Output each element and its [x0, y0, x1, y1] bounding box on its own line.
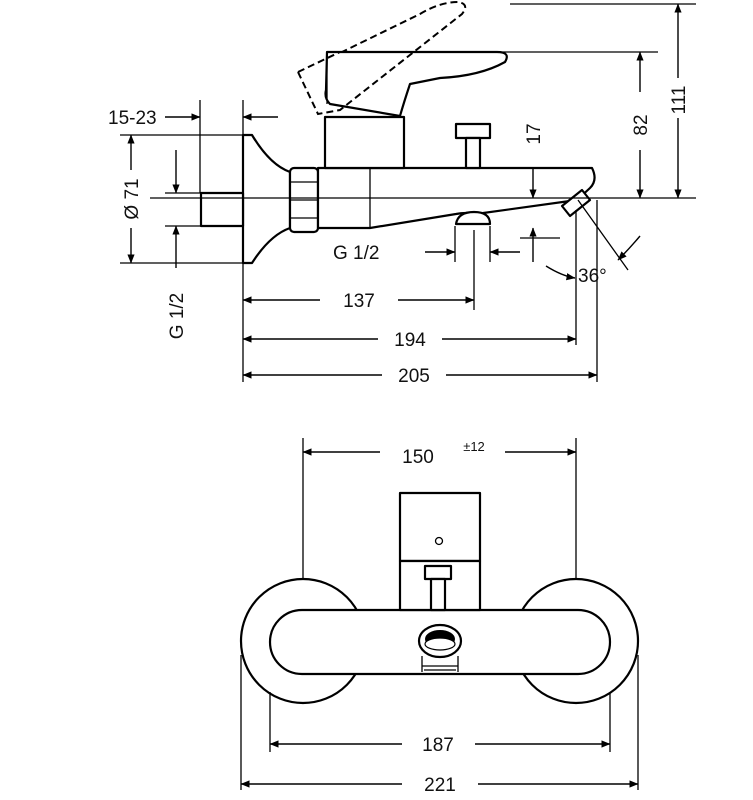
front-view: 150 ±12 187 221: [239, 438, 640, 796]
side-view: 15-23 Ø 71 G 1/2 G 1/2 17 82 111 36° 137: [108, 0, 696, 387]
dim-total-height: 111: [669, 86, 690, 115]
dim-body-width: 187: [422, 735, 454, 756]
lever-screw-icon: [434, 536, 444, 546]
diverter-knob: [454, 210, 492, 226]
dim-outlet-thread: G 1/2: [333, 243, 379, 264]
dim-spout-reach: 194: [394, 330, 426, 351]
dim-centers-tolerance: ±12: [463, 439, 485, 454]
dim-diameter: Ø 71: [122, 178, 143, 219]
wall-rosette: [241, 133, 292, 265]
dim-total-width: 221: [424, 775, 456, 796]
dim-total-depth: 205: [398, 366, 430, 387]
outlet-aerator-front: [417, 623, 463, 672]
dim-outlet-reach: 137: [343, 291, 375, 312]
dim-centers: 150: [402, 447, 434, 468]
dim-wall-depth: 15-23: [108, 108, 157, 129]
diverter-knob-front: [423, 564, 453, 612]
spout-tip: [560, 188, 592, 218]
hex-nut: [288, 166, 320, 234]
lever-front: [398, 491, 482, 563]
dim-inlet-thread: G 1/2: [167, 293, 188, 339]
dim-spout-height: 17: [524, 123, 545, 144]
mixer-lever: [324, 50, 508, 118]
dim-angle: 36°: [578, 266, 607, 287]
diverter-pull-knob: [454, 122, 492, 170]
dim-lever-height: 82: [631, 114, 652, 135]
lever-raised-dashed: [297, 0, 467, 116]
cartridge-housing: [323, 115, 406, 170]
